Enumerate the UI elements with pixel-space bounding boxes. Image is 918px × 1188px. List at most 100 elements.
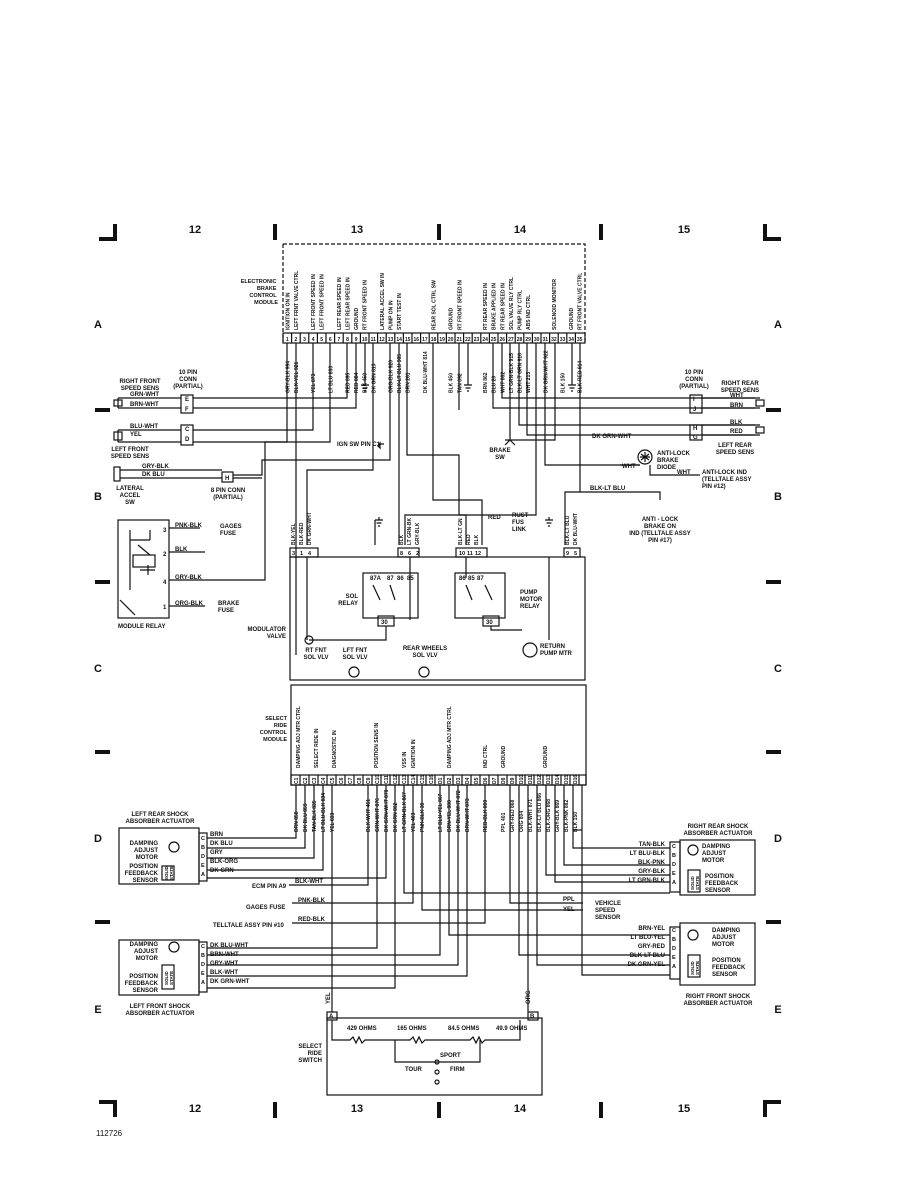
dk-grn-wht-label: DK GRN-WHT (592, 434, 632, 440)
ebcm-wire-label: BLK 450 (363, 373, 369, 393)
srcm-pin-number: C5 (330, 777, 336, 784)
srcm-wire-label: GRY-BLK 869 (555, 800, 561, 832)
modulator-wire-label: BLK-LT GN (458, 518, 464, 545)
relay-pin-2: 2 (163, 552, 167, 558)
srcm-pin-number: D11 (528, 775, 534, 784)
shock-solid-state: SOLID (164, 970, 169, 985)
column-label: 15 (678, 1103, 690, 1115)
srcm-pin-number: D14 (555, 775, 561, 784)
rr-wire-1: WHT (730, 393, 744, 399)
ebcm-wire-label: RED 884 (354, 372, 360, 393)
left-speed-sensors (113, 394, 194, 446)
modulator-pin-number: 1 (300, 551, 303, 557)
modulator-wire-label: BLK (399, 534, 405, 545)
ebcm-pin-label: PUMP ON IN (389, 300, 395, 330)
modulator-valve (289, 547, 586, 681)
shock-wire-label: BLK-ORG (210, 859, 238, 865)
shock-pin: B (201, 953, 205, 959)
srcm-pin-number: C11 (384, 775, 390, 784)
srcm-wire-label: PPL 401 (501, 812, 507, 832)
ebcm-pin-number: 23 (474, 337, 480, 343)
right-speed-sensors (689, 394, 765, 441)
row-label: B (94, 491, 102, 503)
modulator-pin-number: 9 (566, 551, 569, 557)
ebcm-pin-label: SOLENOID MONITOR (552, 279, 558, 330)
ebcm-pin-number: 22 (465, 337, 471, 343)
lf-pin-c: C (185, 427, 190, 433)
srcm-wire-label: BLK-WHT 451 (366, 799, 372, 832)
ebcm-pin-label: SOL VALVE RLY CTRL (509, 277, 515, 330)
shock-pin: B (672, 853, 676, 859)
srcm-pin-number: D6 (483, 777, 489, 784)
ebcm-pin-number: 29 (525, 337, 531, 343)
shock-motor-label: MOTOR (136, 956, 159, 962)
blk-lt-blu-label: BLK-LT BLU (590, 486, 625, 492)
column-label: 12 (189, 1103, 201, 1115)
shock-pin: A (201, 980, 205, 986)
ebcm-pin-label: GROUND (449, 307, 455, 330)
lr-wire-1: BLK (730, 420, 743, 426)
shock-pin: D (201, 854, 205, 860)
srcm-pin-number: C3 (312, 777, 318, 784)
shock-sensor-label: FEEDBACK (125, 871, 159, 877)
srcm-wire-label: BRN-YEL 888 (447, 800, 453, 832)
rf-wire-1: GRN-WHT (130, 392, 159, 398)
srcm-pin-number: D12 (537, 775, 543, 784)
relay-pin-4: 4 (163, 580, 167, 586)
ebcm-wires (193, 343, 755, 655)
relay-pin-3: 3 (163, 528, 167, 534)
ebcm-pin-number: 15 (405, 337, 411, 343)
relay-pin-1: 1 (163, 605, 167, 611)
shock-motor-label: DAMPING (712, 928, 741, 934)
srcm-pin-number: D16 (573, 775, 579, 784)
resistor-49: 49.9 OHMS (496, 1026, 527, 1032)
shock-wire-label: GRY-RED (638, 944, 666, 950)
ebcm-pin-label: GROUND (354, 307, 360, 330)
shock-title: LEFT FRONT SHOCK (130, 1004, 191, 1010)
ebcm-pin-number: 1 (286, 337, 289, 343)
shock-title: RIGHT REAR SHOCK (688, 824, 749, 830)
shock-wire-label: GRY-BLK (638, 869, 665, 875)
ebcm-pin-number: 3 (303, 337, 306, 343)
switch-pin-b: B (530, 1014, 535, 1020)
column-label: 13 (351, 1103, 363, 1115)
ebcm-pin-label: LEFT REAR SPEED IN (337, 277, 343, 330)
ecm-pin-label: ECM PIN A9 (252, 884, 287, 890)
shock-solid-state: SOLID (690, 875, 695, 890)
ebcm-pin-number: 12 (379, 337, 385, 343)
module-relay-labels: MODULE RELAY 3 2 4 1 PNK-BLK BLK GRY-BLK… (118, 523, 242, 630)
ebcm-pin-label: PUMP RLY CTRL (518, 290, 524, 330)
rr-wire-2: BRN (730, 403, 743, 409)
srcm-pin-number: C6 (339, 777, 345, 784)
shock-title: ABSORBER ACTUATOR (126, 1011, 196, 1017)
shock-sensor-label: SENSOR (133, 988, 159, 994)
rf-pin-e: E (185, 397, 189, 403)
shock-pin: A (672, 880, 676, 886)
shock-wire-label: BRN-WHT (210, 952, 239, 958)
shock-title: ABSORBER ACTUATOR (684, 831, 754, 837)
gages-wire-label: PNK-BLK (298, 898, 326, 904)
shock-motor-label: ADJUST (712, 935, 736, 941)
vss-wire-ppl: PPL (563, 897, 575, 903)
wht-label-2: WHT (677, 470, 691, 476)
ebcm-pin-label: RT REAR SPEED IN (500, 283, 506, 330)
shock-solid-state: STATE (695, 961, 700, 975)
ebcm-pin-label: LEFT FRONT SPEED IN (311, 274, 317, 330)
srcm-pin-number: D2 (447, 777, 453, 784)
ebcm-wire-label: DK BLU-WHT 814 (423, 351, 429, 393)
ebcm-wire-label: BLK-LT GRN 916 (518, 353, 524, 393)
srcm-wires (207, 785, 670, 1012)
sol-pin-85: 85 (407, 576, 414, 582)
select-ride-switch (326, 1011, 543, 1096)
shock-actuators (118, 827, 756, 996)
shock-wire-label: GRY (210, 850, 223, 856)
ebcm-pin-number: 20 (448, 337, 454, 343)
shock-sensor-label: POSITION (129, 864, 158, 870)
